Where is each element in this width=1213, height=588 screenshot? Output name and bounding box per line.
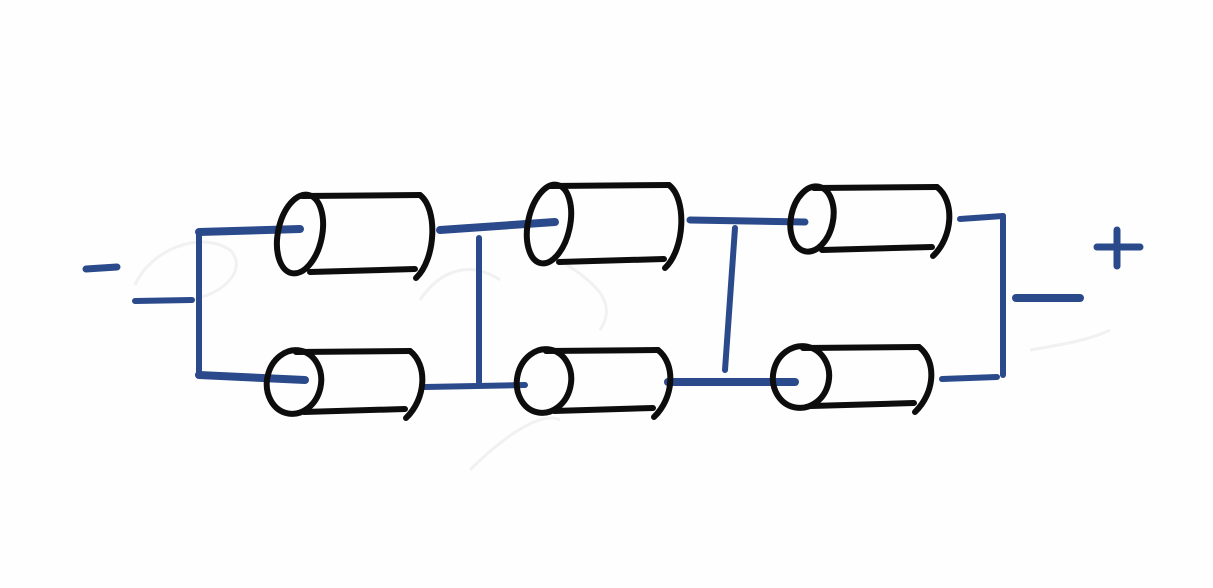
cell-body-top: [543, 347, 661, 354]
negative-lead-wire: [132, 297, 195, 304]
cell-body-bottom: [301, 406, 408, 415]
cell-3-bottom: [769, 343, 935, 415]
cell-body-bottom: [808, 400, 917, 409]
mid1-bottom-wire: [422, 382, 528, 390]
left-bottom-wire: [195, 371, 309, 384]
cell-end-cap: [273, 191, 327, 277]
positive-terminal: +: [0, 0, 1144, 270]
mid1-top-wire: [436, 218, 559, 234]
cell-end-cap: [513, 346, 575, 416]
cell-1-bottom: [263, 347, 426, 421]
cell-end-cap: [769, 343, 833, 411]
cell-body-bottom: [556, 256, 667, 265]
right-top-wire: [957, 213, 1006, 222]
cell-body-bottom: [307, 266, 418, 275]
cell-2-top: [523, 181, 685, 271]
cell-body-bottom: [819, 244, 935, 253]
cell-body-top: [299, 192, 423, 199]
cell-body-top: [800, 344, 922, 351]
cells: [263, 181, 953, 421]
cell-far-end: [413, 192, 436, 281]
cell-far-end: [930, 184, 953, 259]
cell-body-top: [811, 184, 940, 191]
cell-end-cap: [787, 183, 837, 255]
mid2-top-wire: [686, 216, 809, 226]
cell-body-bottom: [551, 405, 656, 414]
cell-1-top: [273, 191, 436, 281]
cell-far-end: [403, 348, 426, 421]
cell-body-top: [548, 182, 672, 189]
left-top-wire: [195, 225, 304, 236]
right-bottom-wire: [939, 374, 1000, 382]
cell-far-end: [662, 182, 685, 271]
wires: [132, 213, 1084, 390]
cell-3-top: [787, 183, 953, 259]
mid2-bus-wire: [722, 225, 738, 373]
negative-symbol-mark: [82, 263, 121, 273]
positive-terminal-label: +: [0, 0, 1, 1]
cell-body-top: [293, 348, 413, 355]
cell-2-bottom: [513, 346, 674, 420]
cell-far-end: [651, 347, 674, 420]
background-ghost-strokes: [133, 240, 1111, 472]
cell-far-end: [912, 344, 935, 415]
negative-terminal: -: [82, 263, 121, 273]
